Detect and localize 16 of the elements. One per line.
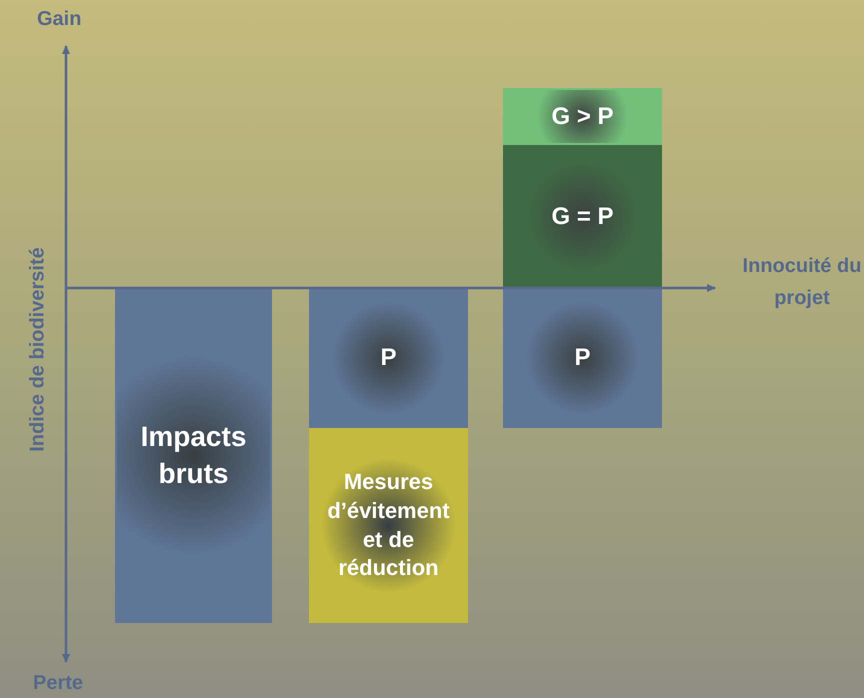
axis-end-label: Perte [33, 672, 84, 695]
bar-segment [503, 145, 662, 288]
axis-end-label: Gain [37, 8, 82, 31]
bar-segment [309, 428, 468, 623]
bar-segment [115, 288, 272, 623]
bar-segment [503, 88, 662, 145]
bar-segment [309, 288, 468, 428]
bar-label: G = P [550, 202, 615, 232]
bar-label: Impacts bruts [140, 420, 248, 490]
bar-label: Mesures d’évitement et de réduction [326, 468, 451, 582]
bar-segment [503, 288, 662, 428]
axis-title: Innocuité du projet [742, 254, 862, 311]
bar-label: P [573, 343, 592, 374]
bar-label: G > P [550, 102, 615, 132]
axis-title: Indice de biodiversité [26, 246, 50, 454]
bar-label: P [379, 343, 398, 374]
